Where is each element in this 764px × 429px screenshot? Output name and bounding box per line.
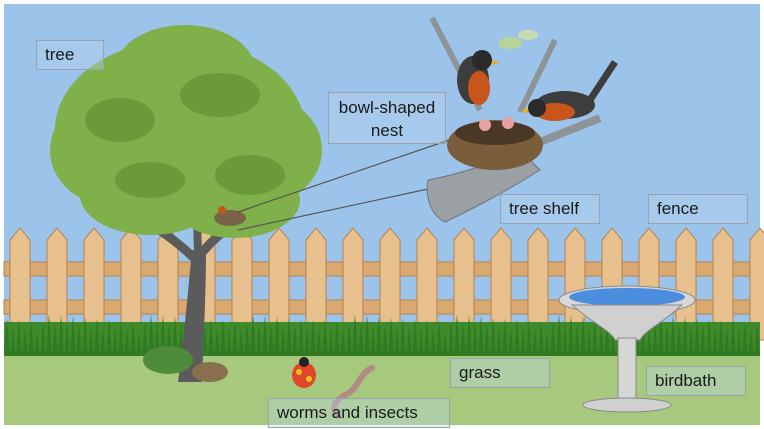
tree-label: tree: [36, 40, 104, 70]
birdbath-label: birdbath: [646, 366, 746, 396]
tree-shelf-label: tree shelf: [500, 194, 600, 224]
worms-and-insects-label: worms and insects: [268, 398, 450, 428]
nest-label: bowl-shaped nest: [328, 92, 446, 144]
fence-label: fence: [648, 194, 748, 224]
grass-label: grass: [450, 358, 550, 388]
